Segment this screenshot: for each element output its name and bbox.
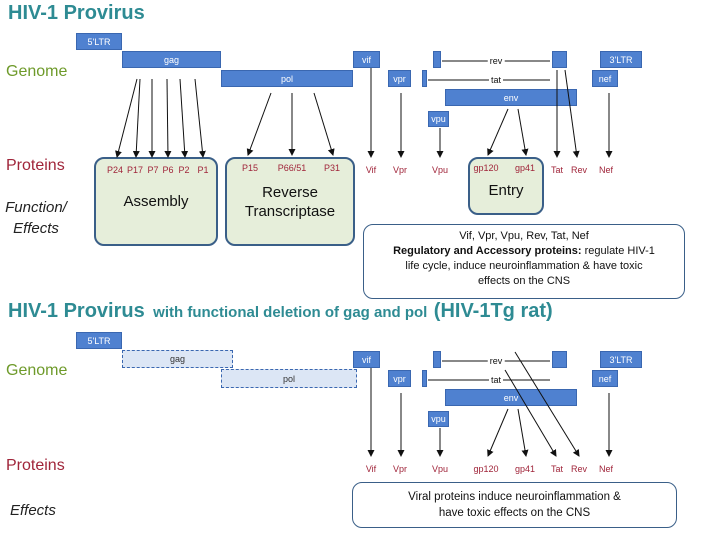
info-line2: Regulatory and Accessory proteins: regul… <box>364 244 684 259</box>
top-gene-5ltr: 5'LTR <box>76 33 122 50</box>
top-gene-vpu: vpu <box>428 111 449 127</box>
bottom-gene-pol-deleted: pol <box>221 369 357 388</box>
bottom-gene-rev-exon2 <box>552 351 567 368</box>
effects-line1: Viral proteins induce neuroinflammation … <box>408 491 621 503</box>
top-title: HIV-1 Provirus <box>8 2 145 24</box>
info-line1: Vif, Vpr, Vpu, Rev, Tat, Nef <box>459 230 589 242</box>
protein-p31: P31 <box>323 163 341 173</box>
bottom-protein-rev: Rev <box>570 464 588 474</box>
function-label-line2: Effects <box>13 220 59 237</box>
bottom-title-row: HIV-1 Provirus with functional deletion … <box>8 300 553 323</box>
protein-p6: P6 <box>162 165 174 175</box>
protein-gp41: gp41 <box>514 163 536 173</box>
protein-nef: Nef <box>598 165 614 175</box>
reverse-transcriptase-box: Reverse Transcriptase <box>225 157 355 246</box>
rt-label-line2: Transcriptase <box>244 203 336 220</box>
top-function-label: Function/ Effects <box>2 197 70 239</box>
bottom-gene-rev: rev <box>487 356 505 366</box>
info-rest: regulate HIV-1 <box>581 245 655 257</box>
bottom-gene-tat: tat <box>488 375 504 385</box>
entry-label: Entry <box>488 182 524 199</box>
bottom-gene-tatrev-exon1 <box>422 370 427 387</box>
bottom-gene-env: env <box>445 389 577 406</box>
bottom-tag: (HIV-1Tg rat) <box>433 300 553 322</box>
reverse-transcriptase-label: Reverse Transcriptase <box>227 183 353 221</box>
bottom-protein-nef: Nef <box>598 464 614 474</box>
protein-p2: P2 <box>178 165 190 175</box>
info-line4: effects on the CNS <box>477 275 571 287</box>
bottom-protein-vpu: Vpu <box>431 464 449 474</box>
top-genome-label: Genome <box>6 63 68 80</box>
info-bold: Regulatory and Accessory proteins: <box>393 245 582 257</box>
top-gene-tat: tat <box>488 75 504 85</box>
regulatory-info-box: Vif, Vpr, Vpu, Rev, Tat, Nef Regulatory … <box>363 224 685 299</box>
effects-line2: have toxic effects on the CNS <box>438 507 591 519</box>
bottom-protein-tat: Tat <box>550 464 564 474</box>
bottom-protein-gp41: gp41 <box>514 464 536 474</box>
bottom-gene-vpr: vpr <box>388 370 411 387</box>
protein-gp120: gp120 <box>473 163 499 173</box>
top-gene-nef: nef <box>592 70 618 87</box>
bottom-gene-vif: vif <box>353 351 380 368</box>
protein-p24: P24 <box>106 165 124 175</box>
top-gene-gag: gag <box>122 51 221 68</box>
top-gene-rev-exon2 <box>552 51 567 68</box>
protein-vif: Vif <box>365 165 377 175</box>
assembly-label: Assembly <box>123 193 189 210</box>
protein-p66: P66/51 <box>277 163 307 173</box>
viral-proteins-effects-box: Viral proteins induce neuroinflammation … <box>352 482 677 528</box>
top-gene-rev: rev <box>487 56 505 66</box>
top-gene-env: env <box>445 89 577 106</box>
bottom-gene-gag-deleted: gag <box>122 350 233 368</box>
protein-tat: Tat <box>550 165 564 175</box>
bottom-gene-rev-exon1 <box>433 351 441 368</box>
bottom-proteins-label: Proteins <box>6 457 65 474</box>
bottom-gene-vpu: vpu <box>428 411 449 427</box>
protein-vpr: Vpr <box>392 165 408 175</box>
top-gene-pol: pol <box>221 70 353 87</box>
bottom-gene-5ltr: 5'LTR <box>76 332 122 349</box>
bottom-subtitle: with functional deletion of gag and pol <box>153 304 428 321</box>
top-gene-vif: vif <box>353 51 380 68</box>
bottom-protein-gp120: gp120 <box>473 464 499 474</box>
protein-rev: Rev <box>570 165 588 175</box>
top-gene-tatrev-exon1 <box>422 70 427 87</box>
info-line3: life cycle, induce neuroinflammation & h… <box>405 260 643 272</box>
bottom-protein-vpr: Vpr <box>392 464 408 474</box>
top-gene-vpr: vpr <box>388 70 411 87</box>
protein-vpu: Vpu <box>431 165 449 175</box>
bottom-protein-vif: Vif <box>365 464 377 474</box>
bottom-gene-nef: nef <box>592 370 618 387</box>
bottom-title: HIV-1 Provirus <box>8 300 145 322</box>
top-gene-rev-exon1 <box>433 51 441 68</box>
bottom-gene-3ltr: 3'LTR <box>600 351 642 368</box>
top-gene-3ltr: 3'LTR <box>600 51 642 68</box>
function-label-line1: Function/ <box>5 199 67 216</box>
protein-p15: P15 <box>241 163 259 173</box>
protein-p7: P7 <box>147 165 159 175</box>
bottom-effects-label: Effects <box>10 502 56 519</box>
protein-p1: P1 <box>197 165 209 175</box>
assembly-box: Assembly <box>94 157 218 246</box>
bottom-genome-label: Genome <box>6 362 68 379</box>
rt-label-line1: Reverse <box>262 184 318 201</box>
protein-p17: P17 <box>126 165 144 175</box>
entry-box: Entry <box>468 157 544 215</box>
top-proteins-label: Proteins <box>6 157 65 174</box>
